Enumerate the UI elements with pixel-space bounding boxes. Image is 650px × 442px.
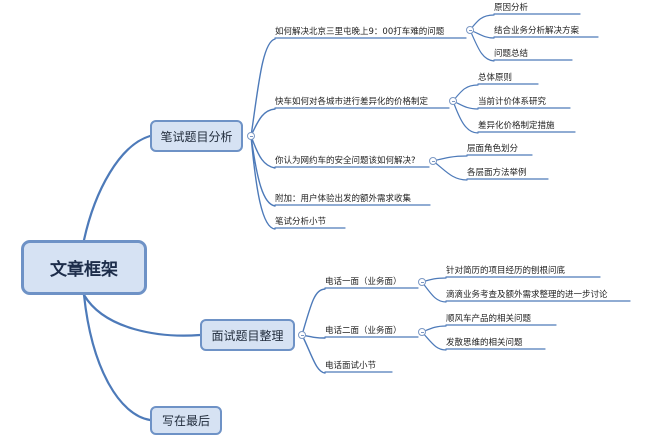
connector-line: [250, 135, 276, 169]
collapse-toggle-icon[interactable]: [429, 157, 437, 165]
leaf-label[interactable]: 顺风车产品的相关问题: [446, 314, 532, 324]
leaf-label[interactable]: 原因分析: [494, 3, 529, 13]
collapse-toggle-icon[interactable]: [418, 278, 426, 286]
topic-label-pricing[interactable]: 快车如何对各城市进行差异化的价格制定: [275, 97, 429, 107]
leaf-label[interactable]: 各层面方法举例: [467, 168, 527, 178]
connector-line: [82, 134, 152, 242]
section-label: 写在最后: [161, 414, 210, 428]
section-node-interview[interactable]: 面试题目整理: [200, 319, 295, 351]
root-node[interactable]: 文章框架: [21, 240, 147, 295]
collapse-toggle-icon[interactable]: [466, 26, 474, 34]
leaf-label[interactable]: 问题总结: [494, 49, 529, 59]
topic-label-phone-summary[interactable]: 电话面试小节: [325, 361, 377, 371]
leaf-label[interactable]: 滴滴业务考查及额外需求整理的进一步讨论: [446, 290, 608, 300]
connector-line: [432, 160, 468, 181]
collapse-toggle-icon[interactable]: [247, 132, 255, 140]
collapse-toggle-icon[interactable]: [418, 328, 426, 336]
connector-line: [421, 281, 447, 303]
leaf-label[interactable]: 当前计价体系研究: [478, 97, 547, 107]
connector-line: [250, 135, 276, 230]
connector-line: [452, 84, 479, 102]
leaf-label[interactable]: 发散思维的相关问题: [446, 338, 523, 348]
collapse-toggle-icon[interactable]: [298, 331, 306, 339]
connector-line: [452, 100, 479, 134]
connector-line: [82, 293, 202, 337]
section-node-final-words[interactable]: 写在最后: [150, 406, 222, 435]
topic-label-extra-requirements[interactable]: 附加：用户体验出发的额外需求收集: [275, 194, 412, 204]
leaf-label[interactable]: 总体原则: [478, 73, 513, 83]
leaf-label[interactable]: 结合业务分析解决方案: [494, 26, 580, 36]
connector-line: [301, 334, 326, 374]
topic-label-phone-interview-2[interactable]: 电话二面（业务面）: [325, 326, 402, 336]
section-label: 面试题目整理: [211, 328, 284, 343]
topic-label-safety[interactable]: 你认为网约车的安全问题该如何解决?: [275, 156, 416, 166]
section-label: 笔试题目分析: [160, 129, 233, 144]
connector-line: [469, 29, 495, 62]
connector-line: [250, 38, 276, 137]
collapse-toggle-icon[interactable]: [449, 97, 457, 105]
section-node-written-test[interactable]: 笔试题目分析: [150, 120, 243, 152]
connector-line: [301, 288, 326, 336]
root-node-label: 文章框架: [50, 260, 118, 280]
topic-label-written-summary[interactable]: 笔试分析小节: [275, 217, 327, 227]
leaf-label[interactable]: 针对简历的项目经历的刨根问底: [446, 266, 566, 276]
connector-line: [432, 155, 468, 162]
topic-label-sanlitun[interactable]: 如何解决北京三里屯晚上9：00打车难的问题: [275, 27, 445, 37]
connector-line: [82, 293, 152, 422]
connector-line: [250, 108, 276, 137]
leaf-label[interactable]: 差异化价格制定措施: [478, 121, 555, 131]
connector-line: [421, 331, 447, 351]
leaf-label[interactable]: 层面角色划分: [467, 144, 519, 154]
topic-label-phone-interview-1[interactable]: 电话一面（业务面）: [325, 277, 402, 287]
